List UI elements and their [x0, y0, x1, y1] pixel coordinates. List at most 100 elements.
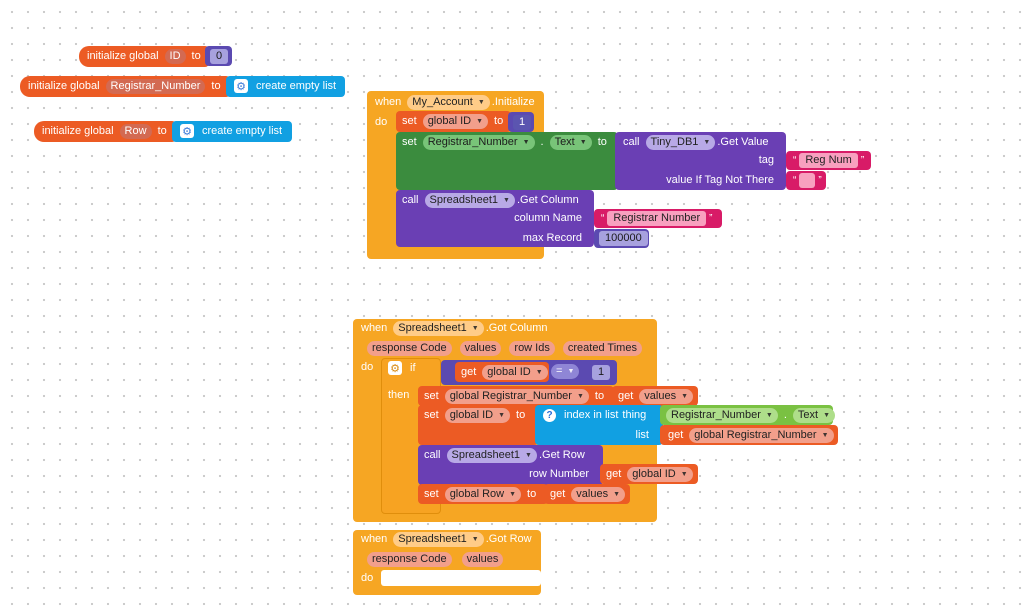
call-spreadsheet-get-column-block[interactable]: call Spreadsheet1▼ .Get Column column Na… — [396, 190, 594, 247]
set-label: set — [402, 136, 417, 148]
default-label: value If Tag Not There — [666, 174, 774, 186]
var-dropdown[interactable]: global Registrar_Number▼ — [444, 388, 589, 404]
number-one-block-2[interactable]: 1 — [587, 363, 613, 382]
component-dropdown[interactable]: Registrar_Number▼ — [422, 134, 535, 150]
empty-do-slot[interactable] — [381, 570, 541, 586]
component-dropdown[interactable]: Registrar_Number▼ — [666, 407, 778, 423]
help-icon[interactable]: ? — [543, 408, 556, 422]
var-name-row[interactable]: Row — [119, 123, 152, 139]
get-values-block[interactable]: get values▼ — [612, 386, 698, 406]
property-name: Text — [797, 409, 819, 421]
get-global-id-block-2[interactable]: get global ID▼ — [600, 464, 698, 484]
set-label: set — [424, 488, 439, 500]
string-empty-block[interactable]: “” — [786, 171, 826, 190]
when-label: when — [375, 96, 402, 108]
chevron-down-icon: ▼ — [613, 490, 621, 498]
operator-dropdown[interactable]: =▼ — [551, 363, 580, 379]
index-in-list-label: index in list — [564, 409, 619, 421]
var-dropdown[interactable]: global Row▼ — [444, 486, 522, 502]
param-response-code[interactable]: response Code — [367, 340, 452, 356]
param-row-ids[interactable]: row Ids — [509, 340, 555, 356]
var-dropdown[interactable]: values▼ — [571, 486, 626, 502]
event-name: .Got Column — [485, 322, 548, 334]
gear-icon[interactable]: ⚙ — [388, 361, 402, 375]
column-name-label: column Name — [514, 212, 582, 224]
init-global-registrar-block[interactable]: initialize global Registrar_Number to — [20, 76, 230, 97]
param-created-times[interactable]: created Times — [562, 340, 642, 356]
create-empty-list-block-2[interactable]: ⚙ create empty list — [172, 121, 292, 142]
component-dropdown[interactable]: Spreadsheet1▼ — [424, 192, 515, 208]
number-value[interactable]: 100000 — [599, 230, 648, 246]
component-dropdown[interactable]: Spreadsheet1▼ — [393, 531, 484, 547]
number-one-block[interactable]: 1 — [508, 112, 534, 132]
var-name: global ID — [632, 468, 676, 480]
do-label: do — [361, 361, 374, 373]
quote-open: “ — [601, 212, 605, 224]
component-name: Spreadsheet1 — [398, 322, 467, 334]
gear-icon[interactable]: ⚙ — [180, 124, 194, 138]
get-global-registrar-block[interactable]: get global Registrar_Number▼ — [660, 425, 838, 445]
component-dropdown[interactable]: Tiny_DB1▼ — [645, 134, 716, 150]
set-global-row-block[interactable]: set global Row▼ to — [418, 484, 548, 504]
number-100000-block[interactable]: 100000 — [594, 229, 649, 248]
string-value[interactable]: Reg Num — [799, 152, 858, 168]
var-name-id[interactable]: ID — [164, 48, 186, 64]
quote-close: ” — [818, 174, 822, 186]
var-dropdown[interactable]: global Registrar_Number▼ — [689, 427, 834, 443]
chevron-down-icon: ▼ — [498, 411, 506, 419]
set-registrar-text-block[interactable]: set Registrar_Number▼ . Text▼ to — [396, 132, 618, 190]
call-tinydb-get-value-block[interactable]: call Tiny_DB1▼ .Get Value tag value If T… — [615, 132, 786, 190]
string-reg-num-block[interactable]: “Reg Num” — [786, 151, 871, 170]
property-dropdown[interactable]: Text ▼ — [792, 407, 835, 423]
chevron-down-icon: ▼ — [567, 367, 575, 375]
var-name-registrar[interactable]: Registrar_Number — [105, 78, 206, 94]
set-global-registrar-block[interactable]: set global Registrar_Number▼ to — [418, 386, 614, 406]
event-name: .Initialize — [491, 96, 535, 108]
var-dropdown[interactable]: global ID▼ — [627, 466, 693, 482]
var-dropdown[interactable]: global ID▼ — [422, 113, 489, 129]
tag-label: tag — [758, 154, 774, 166]
set-global-id-block[interactable]: set global ID▼ to — [396, 111, 511, 132]
string-value[interactable]: Registrar Number — [607, 210, 707, 226]
chevron-down-icon: ▼ — [471, 535, 479, 543]
var-dropdown[interactable]: global ID▼ — [444, 407, 511, 423]
init-label: initialize global — [28, 80, 100, 92]
registrar-text-getter-block[interactable]: Registrar_Number▼ . Text▼ — [660, 405, 835, 425]
create-empty-list-block[interactable]: ⚙ create empty list — [226, 76, 345, 97]
number-value[interactable]: 0 — [210, 48, 229, 64]
property-name: Text — [554, 136, 575, 148]
chevron-down-icon: ▼ — [823, 411, 830, 419]
to-label: to — [494, 115, 504, 127]
chevron-down-icon: ▼ — [703, 138, 711, 146]
property-dropdown[interactable]: Text▼ — [549, 134, 592, 150]
var-name: values — [644, 390, 677, 402]
init-global-row-block[interactable]: initialize global Row to — [34, 121, 176, 142]
init-global-id-block[interactable]: initialize global ID to — [79, 46, 209, 67]
var-dropdown[interactable]: global ID▼ — [482, 364, 548, 380]
number-value[interactable]: 1 — [513, 114, 532, 130]
if-label: if — [410, 362, 416, 374]
param-values[interactable]: values — [461, 551, 504, 567]
to-label: to — [516, 409, 526, 421]
gear-icon[interactable]: ⚙ — [234, 79, 248, 93]
param-values[interactable]: values — [459, 340, 502, 356]
chevron-down-icon: ▼ — [522, 138, 530, 146]
number-value[interactable]: 1 — [592, 364, 611, 380]
component-dropdown[interactable]: My_Account▼ — [407, 94, 490, 110]
call-spreadsheet-get-row-block[interactable]: call Spreadsheet1▼ .Get Row row Number — [418, 445, 603, 485]
index-in-list-block[interactable]: ? index in list thing list — [535, 405, 663, 445]
get-values-block-2[interactable]: get values▼ — [544, 484, 630, 504]
param-response-code[interactable]: response Code — [367, 551, 452, 567]
component-name: My_Account — [412, 96, 473, 108]
component-dropdown[interactable]: Spreadsheet1▼ — [393, 320, 484, 336]
set-global-id-block-2[interactable]: set global ID▼ to — [418, 405, 538, 445]
string-registrar-number-block[interactable]: “Registrar Number” — [594, 209, 722, 228]
get-global-id-block[interactable]: get global ID▼ — [455, 362, 549, 382]
component-dropdown[interactable]: Spreadsheet1▼ — [446, 447, 537, 463]
var-dropdown[interactable]: values▼ — [639, 388, 694, 404]
chevron-down-icon: ▼ — [821, 431, 829, 439]
to-label: to — [597, 136, 607, 148]
chevron-down-icon: ▼ — [503, 196, 510, 204]
empty-string[interactable] — [799, 172, 816, 188]
number-zero-block[interactable]: 0 — [205, 46, 232, 66]
